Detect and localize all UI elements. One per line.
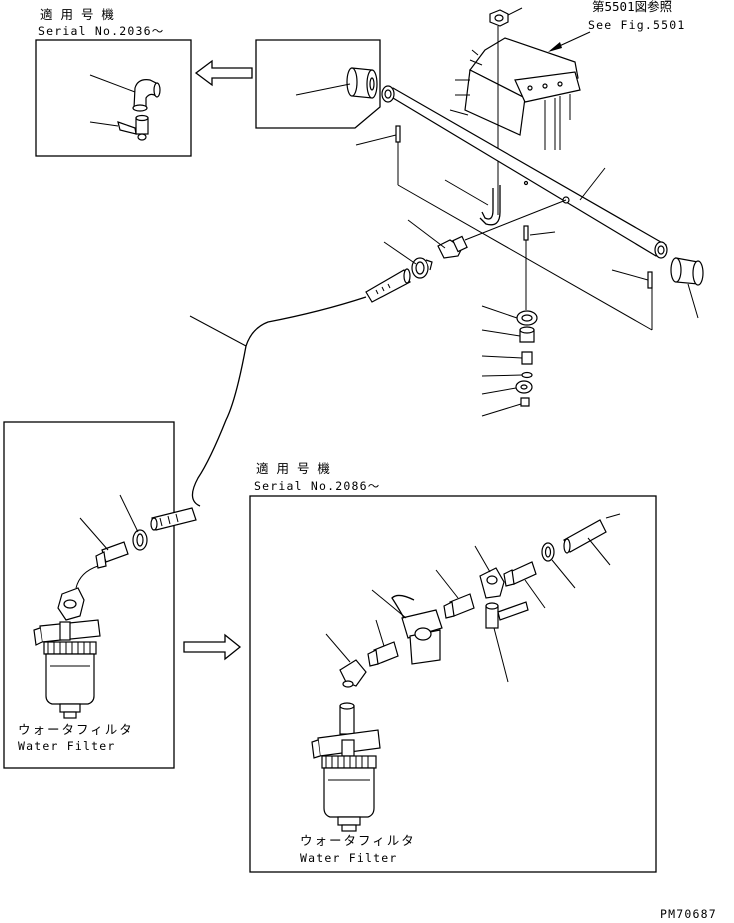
hex-nut bbox=[489, 7, 523, 215]
elbow-inset-2 bbox=[325, 633, 367, 688]
drawing-number: PM70687 bbox=[660, 907, 717, 921]
left-box bbox=[3, 421, 175, 769]
inset-bottom-applicable-label: 適 用 号 機 bbox=[256, 461, 332, 476]
inset-top-applicable-label: 適 用 号 機 bbox=[40, 7, 116, 22]
water-filter-jp-left: ウォータフィルタ bbox=[18, 722, 134, 737]
washer-stack bbox=[481, 305, 538, 417]
pipe-end-sleeve bbox=[670, 257, 704, 319]
fitting-inset-2 bbox=[435, 569, 475, 619]
water-filter-en-left: Water Filter bbox=[18, 739, 115, 753]
water-filter-left bbox=[33, 587, 101, 719]
filter-head-inset bbox=[371, 589, 443, 665]
u-bolt bbox=[444, 179, 501, 226]
arrow-right bbox=[183, 633, 242, 661]
see-fig-en-label: See Fig.5501 bbox=[588, 18, 685, 32]
inset-top-box bbox=[35, 39, 192, 157]
hose-upper bbox=[365, 268, 411, 303]
clamp-marks bbox=[355, 125, 653, 330]
fitting-left bbox=[75, 517, 129, 589]
hose-lower-left bbox=[150, 507, 197, 531]
inset-bottom-serial-label: Serial No.2086～ bbox=[254, 479, 380, 493]
reference-arrow bbox=[548, 31, 591, 52]
hose-fitting-upper bbox=[407, 199, 567, 259]
inset-bottom-box bbox=[249, 495, 657, 873]
see-fig-jp-label: 第5501図参照 bbox=[592, 0, 672, 14]
valve-inset bbox=[485, 601, 529, 683]
water-filter-right bbox=[311, 702, 381, 832]
elbow-fitting-inset bbox=[89, 74, 161, 112]
hose-clamp-upper bbox=[383, 241, 433, 279]
elbow-inset bbox=[474, 545, 505, 599]
hose-inset-bottom bbox=[563, 513, 621, 566]
hose-clamp-inset bbox=[541, 542, 576, 589]
arrow-left bbox=[194, 59, 253, 87]
water-filter-en-right: Water Filter bbox=[300, 851, 397, 865]
sleeve-callout-box bbox=[255, 39, 381, 129]
plane-lines bbox=[397, 184, 653, 331]
fitting-inset-3 bbox=[367, 619, 399, 667]
water-filter-jp-right: ウォータフィルタ bbox=[300, 833, 416, 848]
long-hose bbox=[191, 296, 367, 507]
fitting-inset-1 bbox=[503, 561, 546, 609]
hose-leader bbox=[189, 315, 247, 347]
mounting-bracket bbox=[449, 37, 581, 150]
drain-valve-inset bbox=[89, 114, 149, 141]
inset-top-serial-label: Serial No.2036～ bbox=[38, 24, 164, 38]
sleeve-inset bbox=[295, 67, 378, 99]
hose-clamp-left bbox=[119, 494, 148, 551]
